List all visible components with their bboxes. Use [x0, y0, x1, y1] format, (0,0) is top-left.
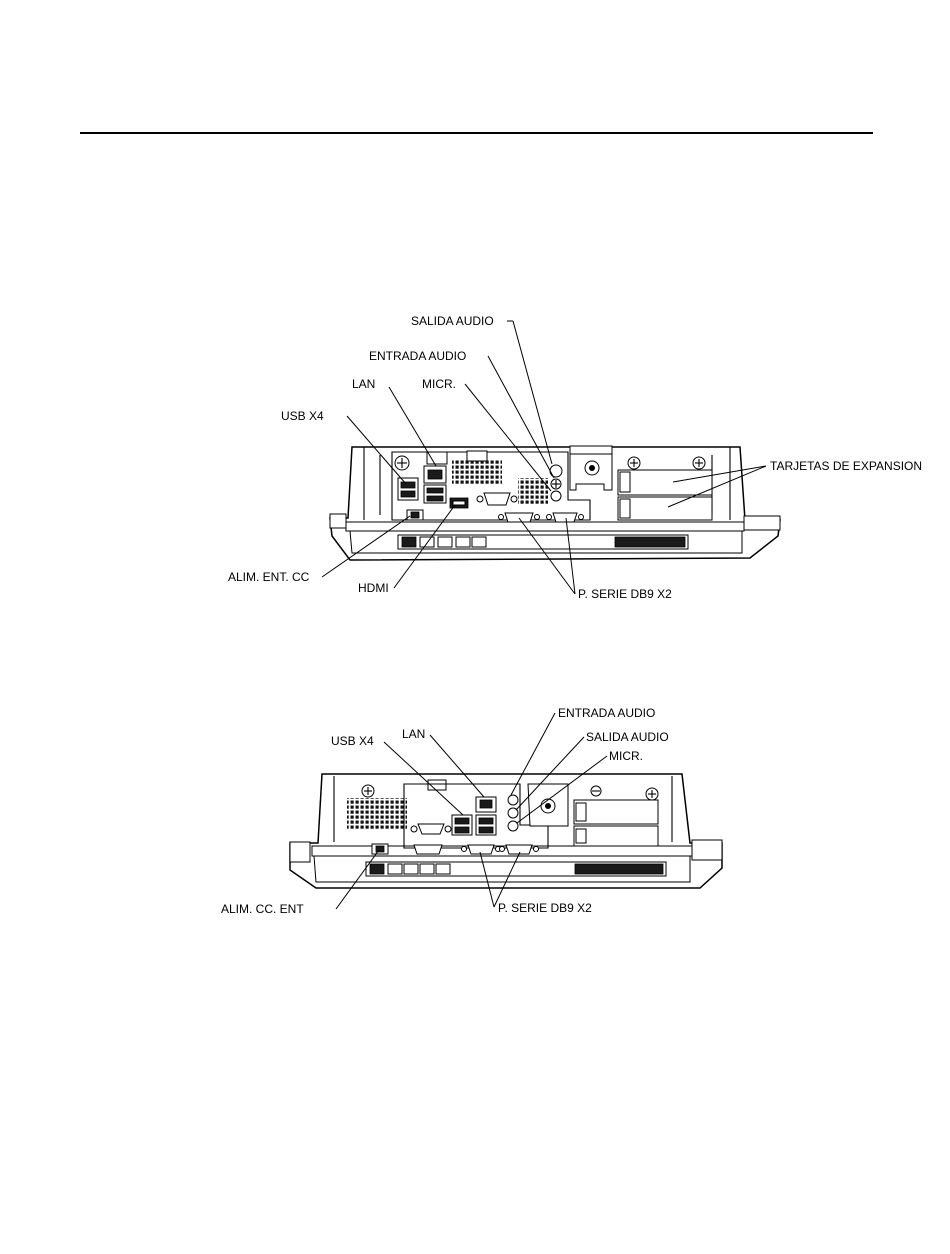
hdmi-port — [450, 498, 468, 508]
label-alim-ent-cc: ALIM. ENT. CC — [228, 570, 310, 584]
expansion-bracket — [570, 446, 612, 490]
label-alim-cc-ent: ALIM. CC. ENT — [221, 902, 304, 916]
audio-jack-stack — [508, 795, 518, 831]
header-rule — [80, 132, 873, 134]
bottom-slot-row — [398, 535, 688, 549]
label-micr: MICR. — [422, 377, 456, 391]
label-lan: LAN — [352, 377, 375, 391]
label-serie-db9: P. SERIE DB9 X2 — [498, 901, 592, 915]
vent-cap — [467, 451, 487, 461]
lan-port — [424, 466, 446, 483]
label-usb-x4: USB X4 — [331, 734, 374, 748]
dc-power-jack — [372, 844, 388, 854]
label-entrada-audio: ENTRADA AUDIO — [558, 706, 655, 720]
lan-port — [476, 797, 496, 812]
top-port-block — [427, 452, 447, 464]
expansion-card-slots — [574, 800, 658, 846]
audio-jack-stack — [550, 465, 562, 501]
label-lan: LAN — [402, 727, 425, 741]
vent-grille — [452, 460, 502, 484]
dc-power-jack — [407, 510, 423, 520]
label-salida-audio: SALIDA AUDIO — [411, 314, 494, 328]
label-tarjetas-expansion: TARJETAS DE EXPANSION — [770, 459, 922, 473]
label-usb-x4: USB X4 — [281, 409, 324, 423]
label-hdmi: HDMI — [358, 581, 389, 595]
rear-panel-diagram-top: SALIDA AUDIO ENTRADA AUDIO LAN MICR. USB… — [200, 300, 950, 610]
label-micr: MICR. — [609, 749, 643, 763]
vent-grille — [347, 798, 407, 830]
rear-panel-diagram-bottom: ENTRADA AUDIO USB X4 LAN SALIDA AUDIO MI… — [200, 700, 750, 930]
label-entrada-audio: ENTRADA AUDIO — [369, 349, 466, 363]
label-serie-db9: P. SERIE DB9 X2 — [578, 587, 672, 601]
label-salida-audio: SALIDA AUDIO — [586, 730, 669, 744]
bottom-slot-row — [366, 862, 666, 876]
